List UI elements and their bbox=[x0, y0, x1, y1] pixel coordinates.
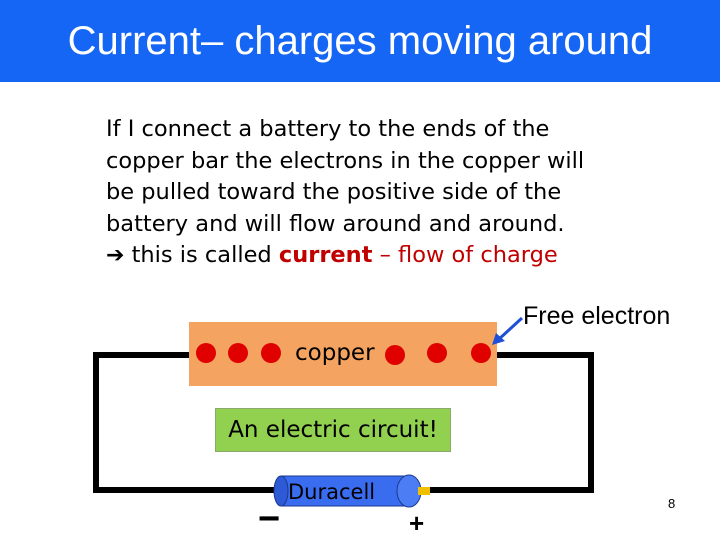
circuit-label-box: An electric circuit! bbox=[215, 408, 451, 452]
battery-end-right bbox=[396, 474, 422, 508]
definition-line: ➔ this is called current – flow of charg… bbox=[106, 240, 666, 272]
circuit-wire-left bbox=[93, 352, 280, 493]
electron bbox=[427, 343, 447, 363]
definition-suffix: – flow of charge bbox=[372, 242, 558, 268]
page-number: 8 bbox=[668, 496, 676, 511]
positive-terminal-sign: + bbox=[409, 508, 425, 538]
electron bbox=[261, 343, 281, 363]
copper-label: copper bbox=[295, 340, 375, 366]
right-arrow-icon: ➔ bbox=[106, 243, 125, 268]
body-line: be pulled toward the positive side of th… bbox=[106, 179, 562, 205]
electron bbox=[196, 343, 216, 363]
body-line: copper bar the electrons in the copper w… bbox=[106, 147, 585, 174]
circuit-wire-right bbox=[430, 352, 594, 493]
electron bbox=[228, 343, 248, 363]
battery-terminal bbox=[418, 487, 430, 495]
battery-label: Duracell bbox=[288, 480, 376, 504]
negative-terminal-sign: − bbox=[258, 498, 281, 540]
definition-prefix: this is called bbox=[124, 242, 279, 268]
title-bar bbox=[0, 0, 720, 82]
electron bbox=[471, 343, 491, 363]
body-text: If I connect a battery to the ends of th… bbox=[106, 114, 666, 272]
free-electron-label: Free electron bbox=[523, 302, 671, 330]
battery-body bbox=[280, 475, 410, 507]
body-line: If I connect a battery to the ends of th… bbox=[106, 116, 550, 142]
current-term: current bbox=[278, 242, 373, 268]
pointer-line bbox=[496, 316, 524, 342]
circuit-label: An electric circuit! bbox=[228, 417, 438, 443]
slide-title: Current– charges moving around bbox=[67, 18, 653, 63]
pointer-arrowhead-icon bbox=[492, 333, 505, 345]
body-line: battery and will flow around and around. bbox=[106, 210, 565, 237]
battery-end-left bbox=[273, 475, 289, 507]
electron bbox=[385, 345, 405, 365]
